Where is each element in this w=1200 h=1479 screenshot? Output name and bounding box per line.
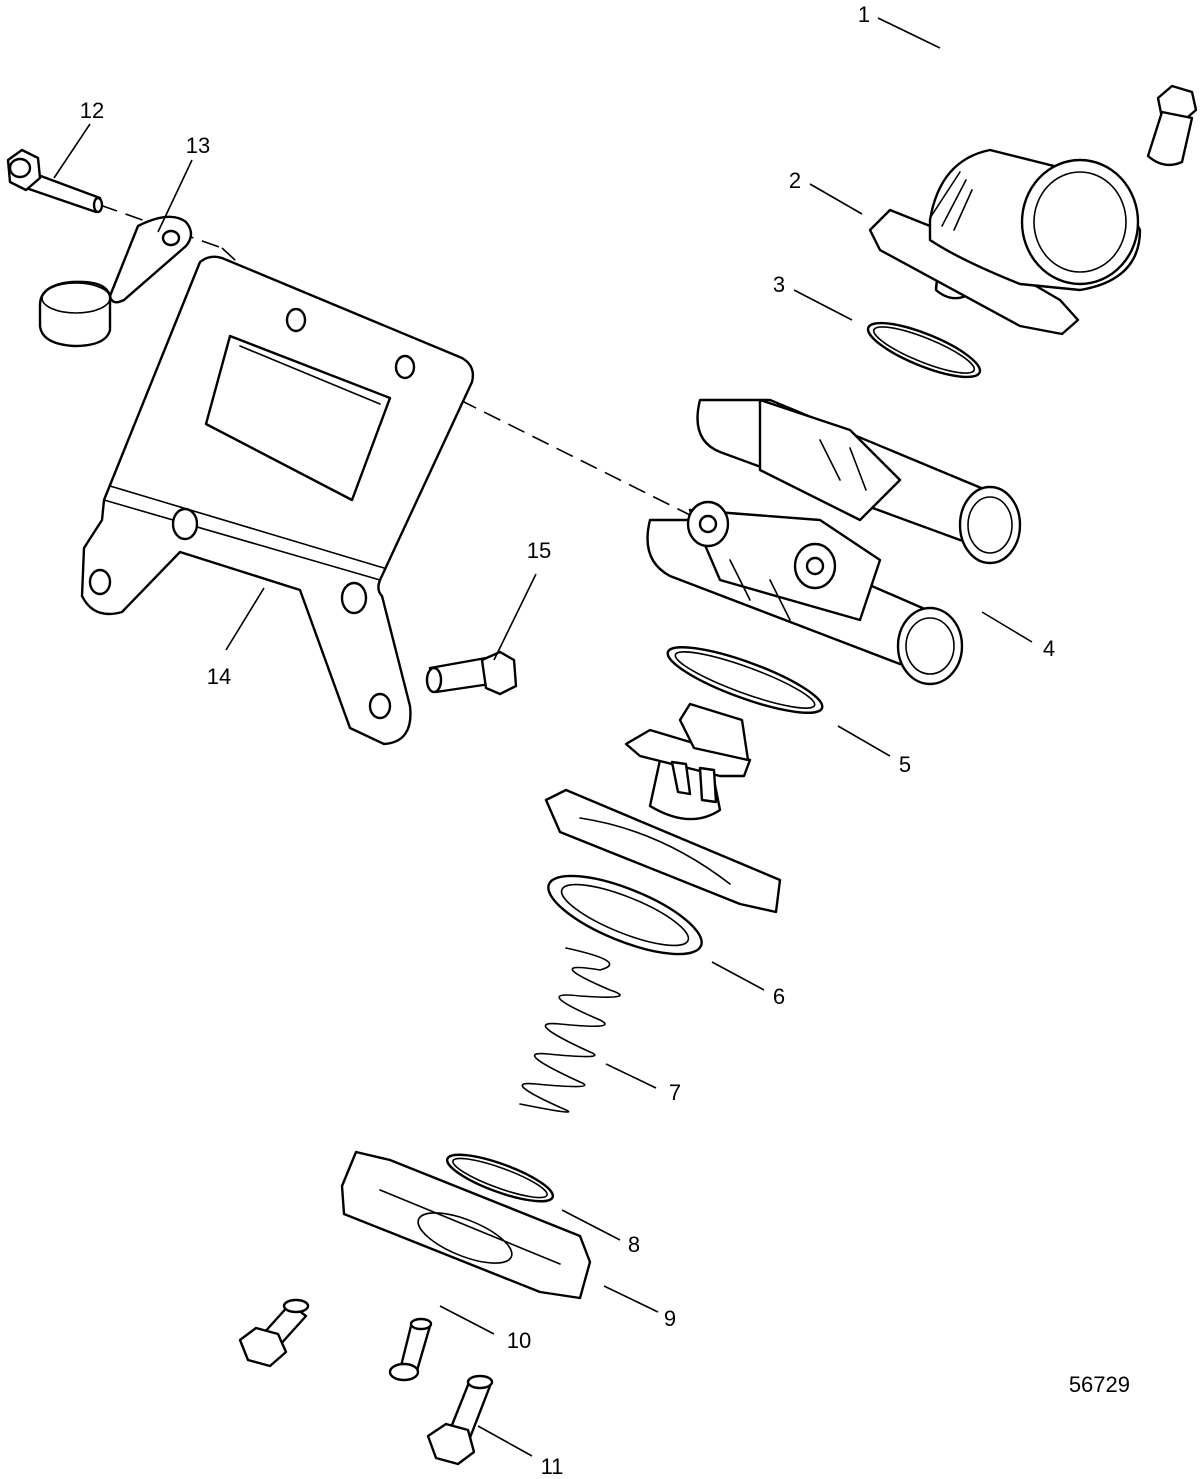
- leader-1: [877, 17, 941, 49]
- leader-lines: [53, 17, 1033, 1457]
- callout-4: 4: [1043, 636, 1055, 661]
- leader-2: [809, 183, 863, 215]
- part-5-seal-ring: [666, 646, 824, 714]
- thermostat-assembly: [544, 702, 782, 914]
- part-8-o-ring: [445, 1153, 555, 1203]
- leader-6: [711, 961, 765, 991]
- callout-7: 7: [669, 1080, 681, 1105]
- callout-14: 14: [207, 664, 231, 689]
- leader-10: [439, 1305, 495, 1335]
- callout-9: 9: [664, 1306, 676, 1331]
- part-14-bracket: [80, 255, 475, 746]
- callout-2: 2: [789, 168, 801, 193]
- part-3-o-ring: [866, 321, 982, 379]
- leader-9: [603, 1285, 659, 1313]
- leader-12: [53, 123, 91, 179]
- leader-7: [605, 1063, 657, 1089]
- part-13-clamp: [38, 215, 193, 348]
- callout-labels: 1 2 3 4 5 6 7 8 9 10 11 12 13 14 15: [80, 2, 1055, 1479]
- part-9-cover-plate: [340, 1150, 592, 1300]
- part-12-bolt: [6, 148, 104, 214]
- leader-8: [561, 1209, 621, 1241]
- part-10-pin: [388, 1317, 433, 1382]
- callout-12: 12: [80, 98, 104, 123]
- callout-1: 1: [858, 2, 870, 27]
- leader-14: [225, 587, 265, 651]
- figure-number: 56729: [1069, 1372, 1130, 1397]
- part-11-bolts: [238, 1298, 494, 1466]
- part-4-thermostat-housing: [646, 398, 1022, 686]
- callout-13: 13: [186, 133, 210, 158]
- leader-5: [837, 725, 891, 757]
- leader-13: [157, 159, 193, 233]
- leader-3: [793, 289, 853, 321]
- part-7-spring: [519, 947, 621, 1113]
- callout-3: 3: [773, 272, 785, 297]
- leader-15: [493, 573, 537, 661]
- callout-11: 11: [541, 1454, 564, 1479]
- part-15-bolt: [425, 650, 518, 696]
- leader-11: [477, 1425, 533, 1457]
- callout-8: 8: [628, 1232, 640, 1257]
- part-2-elbow-housing: [868, 148, 1142, 336]
- callout-5: 5: [899, 752, 911, 777]
- callout-6: 6: [773, 984, 785, 1009]
- callout-15: 15: [527, 538, 551, 563]
- callout-10: 10: [507, 1328, 531, 1353]
- part-6-diaphragm: [547, 874, 703, 956]
- leader-4: [981, 611, 1033, 643]
